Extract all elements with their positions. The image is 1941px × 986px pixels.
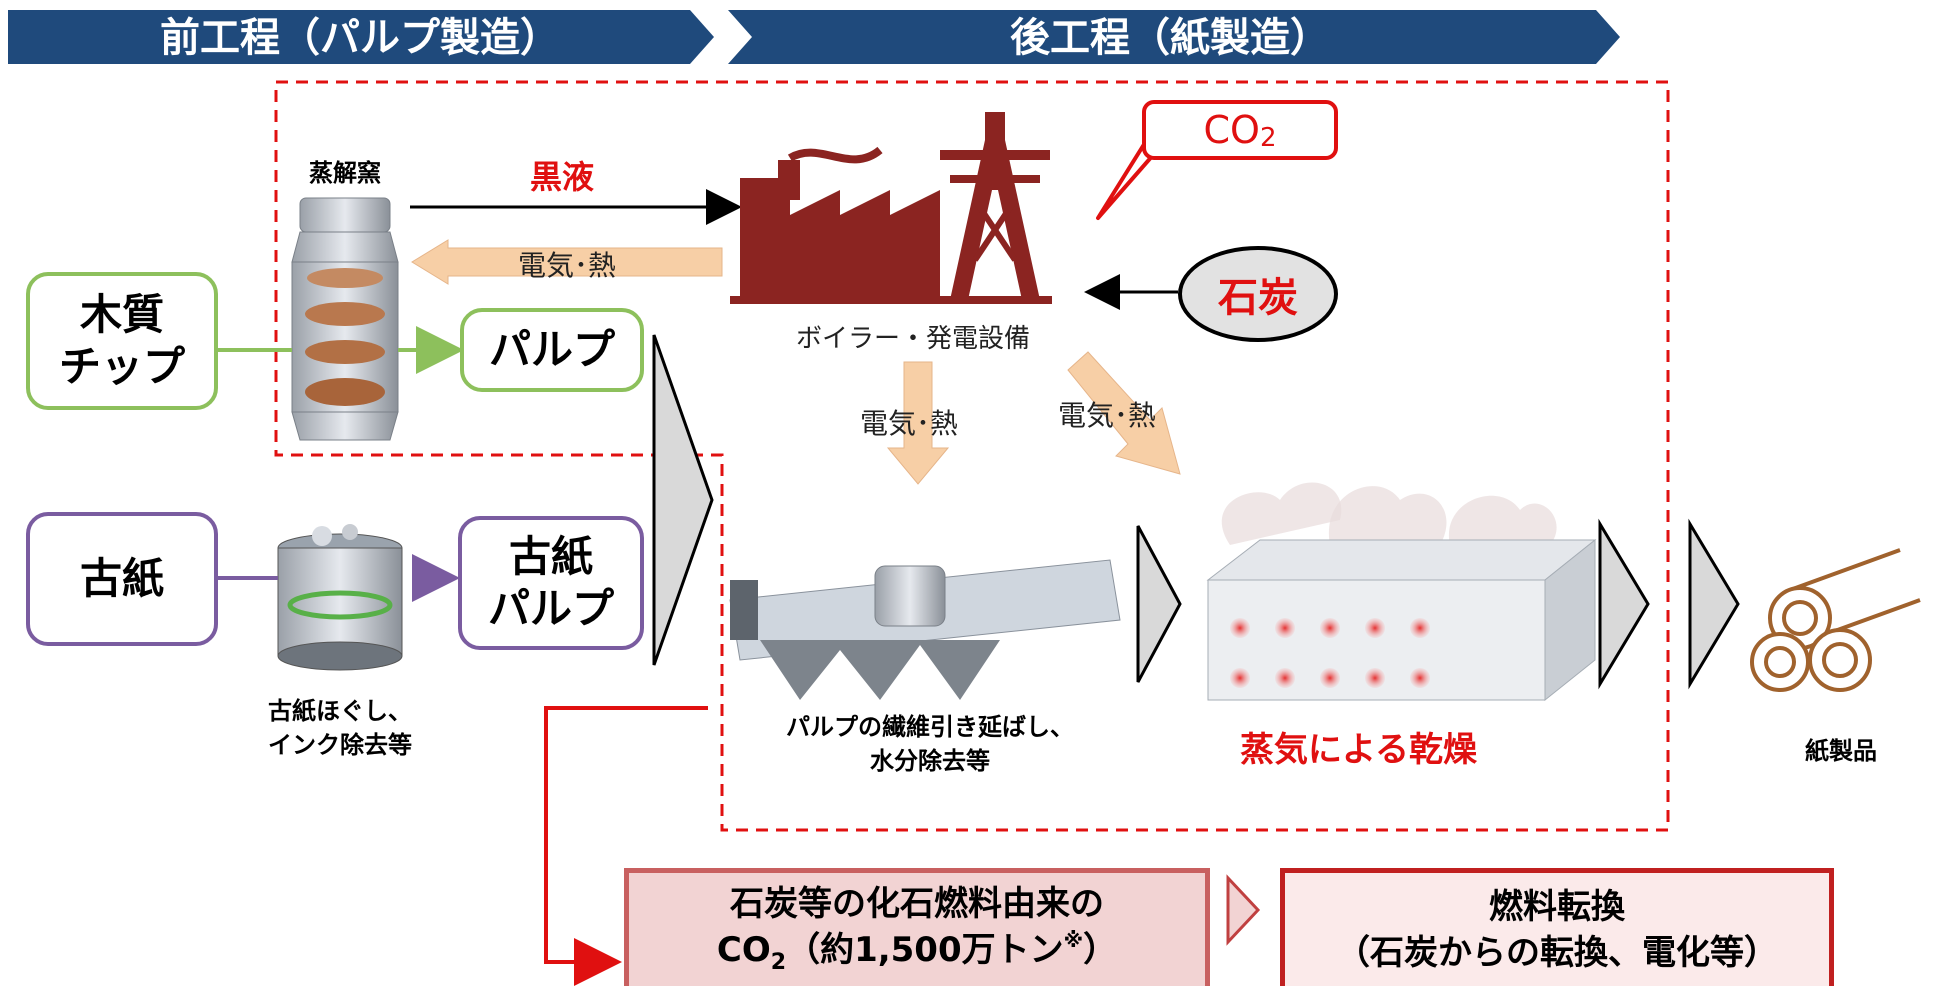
wood-chip-line2: チップ: [58, 342, 185, 391]
wood-chip-box: 木質 チップ: [26, 272, 218, 410]
fossil-amount: （約1,500万トン: [786, 930, 1064, 970]
fuel-line2: （石炭からの転換、電化等）: [1336, 932, 1778, 973]
pulp-label: パルプ: [488, 325, 615, 374]
boiler-power-plant-illustration: [730, 112, 1052, 304]
wastepaper-pulp-line2: パルプ: [487, 584, 614, 633]
phase-bar-front: [8, 10, 714, 64]
chevron-main: [652, 334, 714, 666]
deinking-line2: インク除去等: [268, 731, 412, 759]
coal-ellipse: 石炭: [1178, 246, 1338, 342]
fuel-line1: 燃料転換: [1489, 886, 1625, 927]
deinking-caption: 古紙ほぐし、 インク除去等: [260, 694, 420, 762]
digester-illustration: [291, 197, 399, 441]
pulper-illustration: [277, 524, 403, 671]
coal-label: 石炭: [1218, 275, 1298, 321]
fossil-close: ）: [1083, 930, 1118, 970]
co2-callout-main: CO: [1203, 108, 1260, 152]
phase-title-back: 後工程（紙製造）: [1010, 15, 1330, 61]
fossil-co2-main: CO: [716, 930, 771, 970]
product-label: 紙製品: [1805, 737, 1877, 765]
heat-arrow-left: [411, 239, 723, 285]
pressing-line1: パルプの繊維引き延ばし、: [786, 713, 1074, 741]
digester-label: 蒸解窯: [309, 159, 381, 187]
press-section-illustration: [729, 559, 1121, 700]
heat-arrow-diagonal: [1067, 351, 1181, 475]
heat-diagonal-label: 電気･熱: [1058, 399, 1157, 432]
heat-down-label: 電気･熱: [860, 407, 959, 440]
wastepaper-pulp-line1: 古紙: [508, 532, 593, 581]
wastepaper-label: 古紙: [79, 554, 164, 603]
co2-callout-sub: 2: [1259, 123, 1277, 153]
fossil-line2: CO2（約1,500万トン※）: [717, 927, 1117, 978]
drying-label: 蒸気による乾燥: [1240, 730, 1477, 770]
wood-chip-line1: 木質: [79, 290, 164, 339]
fossil-co2-sub: 2: [770, 950, 787, 975]
fossil-co2-box: 石炭等の化石燃料由来の CO2（約1,500万トン※）: [624, 868, 1210, 986]
process-boundary-dashed: [274, 80, 1670, 832]
boiler-label: ボイラー・発電設備: [796, 324, 1031, 354]
heat-back-label: 電気･熱: [518, 249, 617, 282]
wastepaper-pulp-box: 古紙 パルプ: [458, 516, 644, 650]
dryer-section-illustration: [1206, 482, 1597, 702]
phase-title-front: 前工程（パルプ製造）: [160, 15, 560, 61]
deinking-line1: 古紙ほぐし、: [268, 697, 412, 725]
paper-rolls-icon: [1750, 548, 1921, 692]
pulp-box: パルプ: [460, 308, 644, 392]
wastepaper-box: 古紙: [26, 512, 218, 646]
heat-arrow-down: [886, 361, 950, 485]
fossil-note: ※: [1063, 928, 1084, 952]
fossil-line1: 石炭等の化石燃料由来の: [729, 884, 1104, 924]
phase-bar-back: [728, 10, 1620, 64]
fuel-switch-box: 燃料転換 （石炭からの転換、電化等）: [1280, 868, 1834, 986]
pressing-line2: 水分除去等: [870, 747, 990, 775]
black-liquor-label: 黒液: [530, 158, 595, 196]
pressing-caption: パルプの繊維引き延ばし、 水分除去等: [760, 710, 1100, 778]
